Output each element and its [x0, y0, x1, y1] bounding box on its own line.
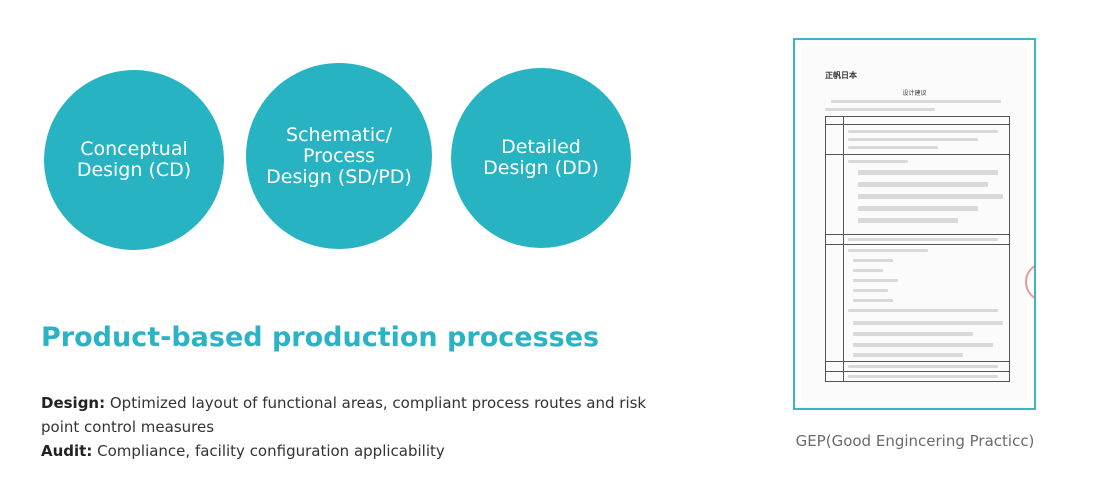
blurred-text	[858, 218, 958, 223]
blurred-text	[853, 332, 973, 336]
blurred-text	[848, 238, 998, 241]
document-page: 正帆日本 设计建议	[803, 48, 1034, 400]
table-border	[843, 116, 844, 382]
table-border	[825, 124, 1010, 125]
blurred-text	[853, 279, 898, 282]
blurred-text	[853, 269, 883, 272]
table-border	[825, 116, 826, 382]
blurred-text	[848, 249, 928, 252]
stage-label: Detailed Design (DD)	[483, 136, 599, 179]
blurred-text	[853, 289, 888, 292]
blurred-text	[858, 206, 978, 211]
blurred-text	[831, 100, 1001, 103]
section-heading: Product-based production processes	[41, 322, 600, 353]
table-border	[825, 381, 1010, 382]
document-caption: GEP(Good Engincering Practicc)	[795, 432, 1035, 450]
stage-circle-conceptual: Conceptual Design (CD)	[44, 70, 224, 250]
table-row-divider	[825, 244, 1010, 245]
table-row-divider	[825, 361, 1010, 362]
stage-circle-schematic: Schematic/ Process Design (SD/PD)	[246, 63, 432, 249]
blurred-text	[853, 321, 1003, 325]
table-border	[1009, 116, 1010, 382]
blurred-text	[853, 353, 963, 357]
table-row-divider	[825, 154, 1010, 155]
blurred-text	[853, 259, 893, 262]
blurred-text	[848, 130, 998, 133]
audit-text: Compliance, facility configuration appli…	[92, 442, 445, 460]
stage-label: Schematic/ Process Design (SD/PD)	[266, 123, 412, 188]
stage-label: Conceptual Design (CD)	[76, 138, 192, 181]
blurred-text	[858, 194, 1003, 199]
blurred-text	[848, 309, 998, 312]
design-term: Design:	[41, 394, 106, 412]
table-row-divider	[825, 234, 1010, 235]
stage-circle-detailed: Detailed Design (DD)	[451, 68, 631, 248]
blurred-text	[848, 375, 998, 378]
blurred-text	[853, 299, 893, 302]
blurred-text	[858, 170, 998, 175]
table-border	[825, 116, 1010, 117]
table-row-divider	[825, 371, 1010, 372]
blurred-text	[848, 160, 908, 163]
audit-description: Audit: Compliance, facility configuratio…	[41, 439, 681, 463]
blurred-text	[848, 365, 998, 368]
document-preview-frame: 正帆日本 设计建议	[793, 38, 1036, 410]
design-text: Optimized layout of functional areas, co…	[41, 394, 647, 436]
red-seal-stamp: ★	[1025, 262, 1034, 302]
blurred-text	[853, 343, 993, 347]
blurred-text	[848, 138, 978, 141]
description-block: Design: Optimized layout of functional a…	[41, 391, 681, 463]
blurred-text	[848, 146, 938, 149]
blurred-text	[858, 182, 988, 187]
document-logo: 正帆日本	[825, 71, 857, 80]
audit-term: Audit:	[41, 442, 93, 460]
blurred-text	[825, 108, 935, 111]
document-title: 设计建议	[902, 90, 927, 97]
design-description: Design: Optimized layout of functional a…	[41, 391, 681, 439]
